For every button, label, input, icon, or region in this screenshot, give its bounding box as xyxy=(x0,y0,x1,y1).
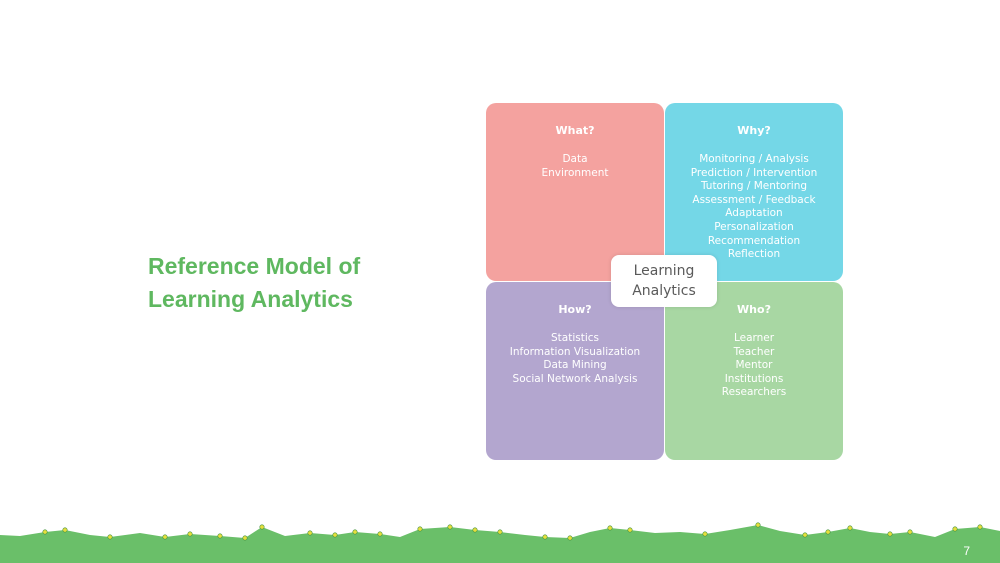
quadrant-why-list: Monitoring / Analysis Prediction / Inter… xyxy=(665,153,843,262)
ground-dot xyxy=(907,529,913,535)
ground-dot xyxy=(162,534,168,540)
quadrant-what-item: Environment xyxy=(541,166,609,179)
ground-dot xyxy=(497,529,503,535)
quadrant-why-heading: Why? xyxy=(737,124,771,137)
ground-dot xyxy=(702,531,708,537)
ground-dot xyxy=(755,522,761,528)
slide-title-line-1: Reference Model of xyxy=(148,253,361,279)
ground-dot xyxy=(107,534,113,540)
ground-dot xyxy=(887,531,893,537)
center-label-line-2: Analytics xyxy=(632,283,696,299)
center-label-box: Learning Analytics xyxy=(611,255,717,307)
ground-dot xyxy=(802,532,808,538)
ground-dot xyxy=(417,526,423,532)
ground-dot xyxy=(242,535,248,541)
ground-dot xyxy=(447,524,453,530)
ground-dot xyxy=(977,524,983,530)
ground-dot xyxy=(952,526,958,532)
page-number: 7 xyxy=(963,544,970,558)
ground-dot xyxy=(307,530,313,536)
quadrant-who-heading: Who? xyxy=(737,303,771,316)
quadrant-why-item: Recommendation xyxy=(707,234,801,247)
quadrant-why-item: Personalization xyxy=(714,220,794,233)
ground-dot xyxy=(567,535,573,541)
quadrant-who-item: Learner xyxy=(733,332,775,344)
grass-ground-decoration xyxy=(0,522,1000,563)
grass-ground-shape xyxy=(0,525,1000,563)
slide-title: Reference Model of Learning Analytics xyxy=(148,250,448,316)
quadrant-what-heading: What? xyxy=(555,124,595,137)
quadrant-why-item: Assessment / Feedback xyxy=(692,193,816,206)
ground-dot xyxy=(847,525,853,531)
quadrant-how-item: Statistics xyxy=(551,332,599,344)
quadrant-why-item: Adaptation xyxy=(725,207,783,220)
quadrant-what-item: Data xyxy=(562,153,588,165)
quadrant-who-item: Institutions xyxy=(724,372,784,385)
ground-dot xyxy=(377,531,383,537)
ground-dot xyxy=(352,529,358,535)
quadrant-how-list: Statistics Information Visualization Dat… xyxy=(486,332,664,386)
quadrant-why-item: Monitoring / Analysis xyxy=(699,153,809,165)
quadrant-why-item: Prediction / Intervention xyxy=(690,166,818,179)
ground-dot xyxy=(62,527,68,533)
ground-dot xyxy=(217,533,223,539)
ground-dot xyxy=(627,527,633,533)
ground-dot xyxy=(542,534,548,540)
ground-dot xyxy=(42,529,48,535)
ground-dot xyxy=(607,525,613,531)
quadrant-why-item: Reflection xyxy=(727,248,781,261)
quadrant-what-list: Data Environment xyxy=(486,153,664,180)
quadrant-what: What? Data Environment xyxy=(486,103,664,281)
ground-dot xyxy=(825,529,831,535)
quadrant-who: Who? Learner Teacher Mentor Institutions… xyxy=(665,282,843,460)
ground-dots xyxy=(42,522,983,541)
slide-title-line-2: Learning Analytics xyxy=(148,286,353,312)
ground-dot xyxy=(259,524,265,530)
quadrant-why-item: Tutoring / Mentoring xyxy=(700,180,808,193)
quadrant-who-item: Researchers xyxy=(721,386,787,399)
quadrant-how-item: Information Visualization xyxy=(509,345,641,358)
quadrant-who-list: Learner Teacher Mentor Institutions Rese… xyxy=(665,332,843,400)
quadrant-who-item: Mentor xyxy=(735,359,773,372)
ground-dot xyxy=(332,532,338,538)
ground-dot xyxy=(187,531,193,537)
ground-dot xyxy=(472,527,478,533)
quadrant-who-item: Teacher xyxy=(733,345,775,358)
quadrant-how-item: Data Mining xyxy=(543,359,607,372)
quadrant-how: How? Statistics Information Visualizatio… xyxy=(486,282,664,460)
quadrant-how-item: Social Network Analysis xyxy=(512,372,638,385)
center-label-line-1: Learning xyxy=(633,263,695,279)
quadrant-how-heading: How? xyxy=(558,303,592,316)
quadrant-why: Why? Monitoring / Analysis Prediction / … xyxy=(665,103,843,281)
